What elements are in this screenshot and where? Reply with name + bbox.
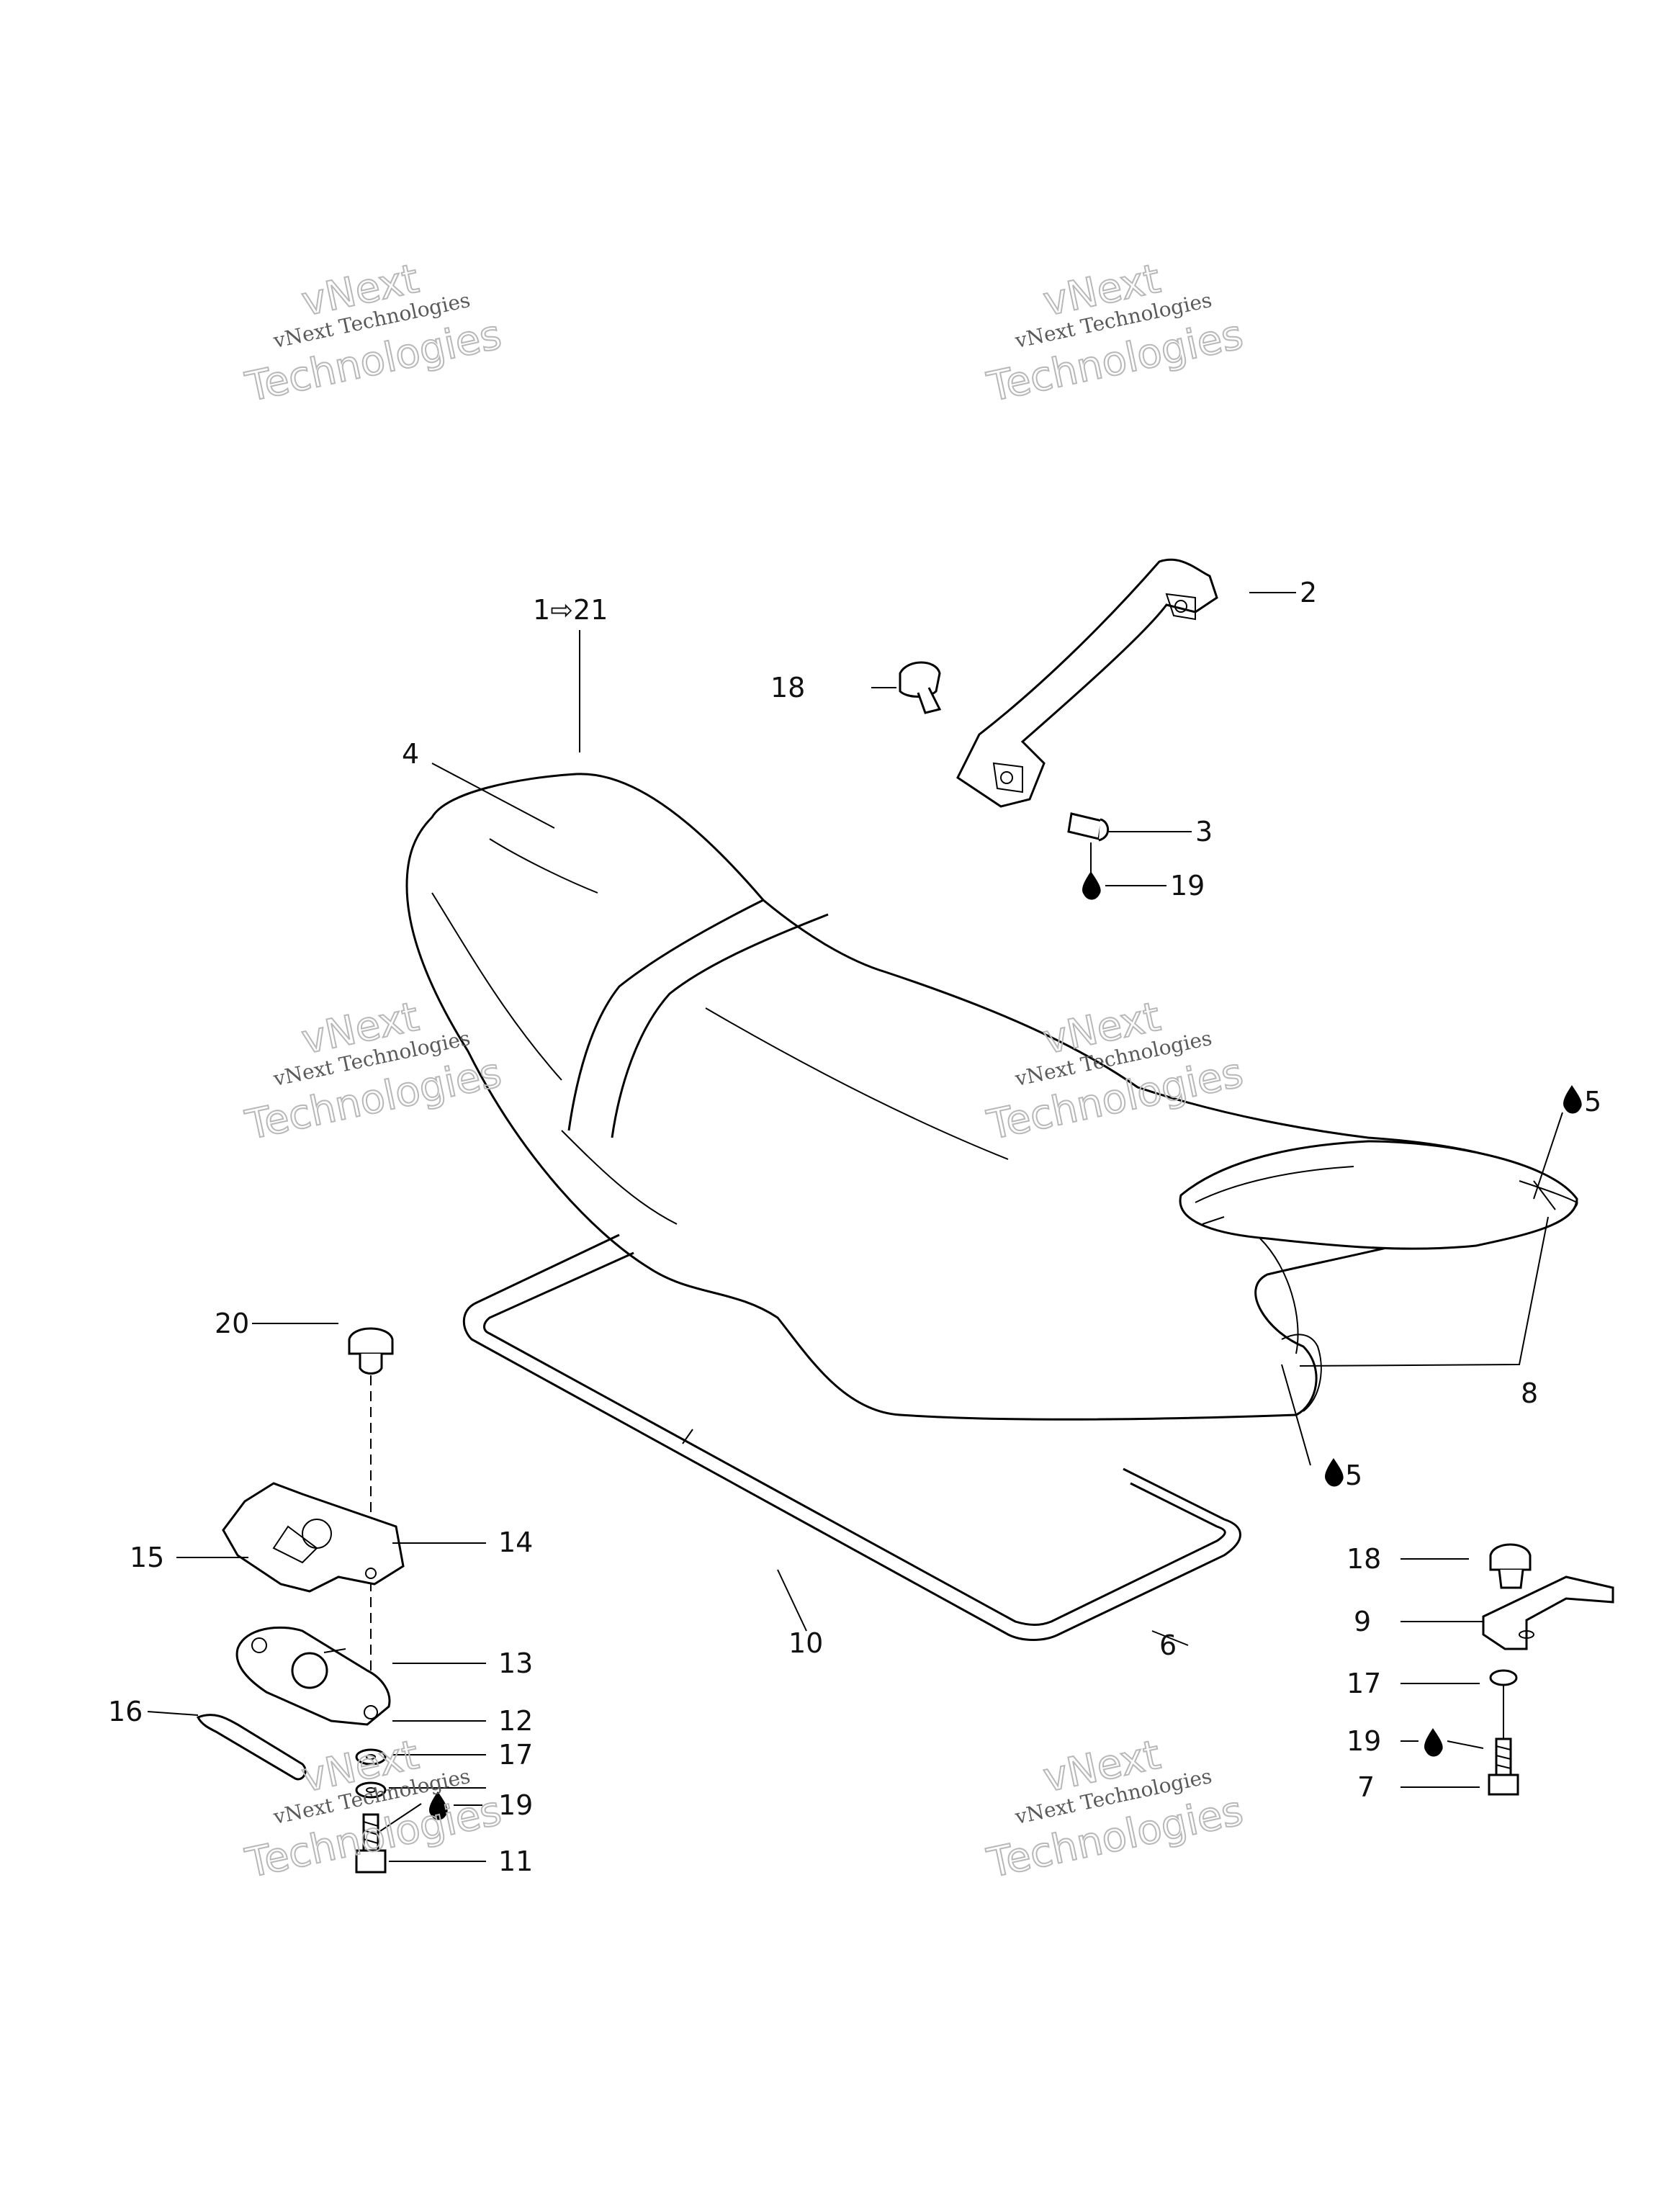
callout-19-right: 19 (1346, 1725, 1381, 1757)
callout-4: 4 (402, 738, 419, 770)
callout-15: 15 (130, 1542, 164, 1573)
drop-icon (429, 1791, 448, 1820)
callout-5-bottom: 5 (1345, 1460, 1362, 1491)
callout-2: 2 (1300, 577, 1317, 608)
callout-14: 14 (498, 1527, 533, 1558)
callout-6: 6 (1159, 1629, 1177, 1661)
callout-17-right: 17 (1346, 1668, 1381, 1699)
callout-19-top: 19 (1170, 870, 1205, 902)
drop-icon (1325, 1458, 1344, 1487)
grab-handle (956, 558, 1218, 808)
callout-13: 13 (498, 1647, 533, 1679)
watermark-top-left: vNext vNext Technologies Technologies (240, 255, 505, 412)
callout-10: 10 (788, 1627, 823, 1659)
callout-16: 16 (108, 1696, 143, 1727)
callout-18-right: 18 (1346, 1543, 1381, 1575)
plug-top (899, 661, 942, 714)
callout-20: 20 (215, 1308, 249, 1339)
drop-icon (1563, 1085, 1582, 1114)
drop-icon (1424, 1728, 1443, 1757)
callout-7: 7 (1357, 1771, 1375, 1803)
left-hardware (196, 1327, 405, 1874)
callout-9: 9 (1354, 1606, 1371, 1637)
callout-18-top: 18 (770, 672, 805, 703)
leader-lines (147, 592, 1563, 1862)
callout-8: 8 (1521, 1377, 1538, 1409)
seat-assembly (405, 773, 1578, 1421)
callout-5-top: 5 (1584, 1086, 1601, 1118)
right-hardware (1482, 1543, 1614, 1796)
callout-1-21: 1⇨21 (533, 594, 608, 626)
callout-12: 12 (498, 1705, 533, 1737)
callout-3: 3 (1195, 816, 1213, 848)
callout-19-left: 19 (498, 1789, 533, 1821)
callout-labels: 1⇨21 2 18 4 3 19 5 8 5 20 14 15 13 16 12… (108, 577, 1601, 1877)
watermark-bottom-right: vNext vNext Technologies Technologies (982, 1731, 1247, 1888)
drop-icon (1082, 871, 1101, 900)
seat-frame (462, 1233, 1241, 1641)
callout-17-left: 17 (498, 1739, 533, 1771)
screw (1067, 812, 1110, 842)
loctite-drop-icons (429, 871, 1582, 1820)
watermark-top-right: vNext vNext Technologies Technologies (982, 255, 1247, 412)
callout-11: 11 (498, 1845, 533, 1877)
